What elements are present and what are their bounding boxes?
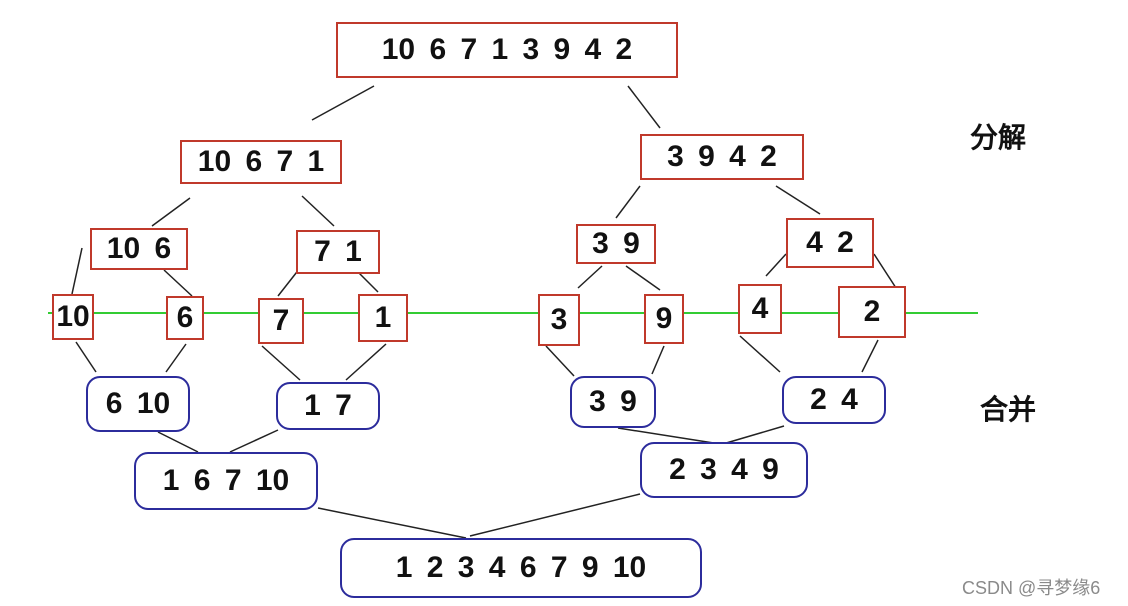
node-l: 10 6 7 1 <box>180 140 342 184</box>
node-root: 10 6 7 1 3 9 4 2 <box>336 22 678 78</box>
node-m-rl: 3 9 <box>570 376 656 428</box>
edge-2 <box>151 197 191 227</box>
edge-15 <box>165 343 187 373</box>
node-lrl: 7 <box>258 298 304 344</box>
node-rrl: 4 <box>738 284 782 334</box>
node-llr: 6 <box>166 296 204 340</box>
edge-12 <box>765 253 787 277</box>
node-m-rr: 2 4 <box>782 376 886 424</box>
edge-21 <box>861 339 879 373</box>
edge-6 <box>71 247 83 295</box>
edge-14 <box>75 341 97 373</box>
edge-26 <box>317 507 467 539</box>
edge-4 <box>615 185 641 219</box>
node-m-r: 2 3 4 9 <box>640 442 808 498</box>
edge-24 <box>617 427 721 445</box>
edge-11 <box>625 265 661 291</box>
node-ll: 10 6 <box>90 228 188 270</box>
edge-18 <box>545 345 575 377</box>
node-rr: 4 2 <box>786 218 874 268</box>
edge-5 <box>775 185 821 215</box>
edge-7 <box>163 269 193 297</box>
node-m-root: 1 2 3 4 6 7 9 10 <box>340 538 702 598</box>
edge-17 <box>345 343 387 381</box>
edge-3 <box>301 195 335 227</box>
edge-1 <box>627 85 661 129</box>
label-split: 分解 <box>970 121 1027 154</box>
node-m-l: 1 6 7 10 <box>134 452 318 510</box>
edge-20 <box>739 335 781 373</box>
node-rll: 3 <box>538 294 580 346</box>
node-rrr: 2 <box>838 286 906 338</box>
edge-16 <box>261 345 301 381</box>
edge-27 <box>469 493 641 537</box>
node-r: 3 9 4 2 <box>640 134 804 180</box>
edge-23 <box>229 429 279 453</box>
edge-19 <box>651 345 665 375</box>
node-m-lr: 1 7 <box>276 382 380 430</box>
node-lrr: 1 <box>358 294 408 342</box>
node-rlr: 9 <box>644 294 684 344</box>
label-merge: 合并 <box>980 393 1037 426</box>
edge-0 <box>311 85 375 121</box>
node-lr: 7 1 <box>296 230 380 274</box>
edge-10 <box>577 265 603 289</box>
node-lll: 10 <box>52 294 94 340</box>
tree-edges <box>71 85 897 539</box>
watermark: CSDN @寻梦缘6 <box>962 578 1101 598</box>
edge-22 <box>157 431 199 453</box>
edge-13 <box>873 253 897 289</box>
node-rl: 3 9 <box>576 224 656 264</box>
node-m-ll: 6 10 <box>86 376 190 432</box>
